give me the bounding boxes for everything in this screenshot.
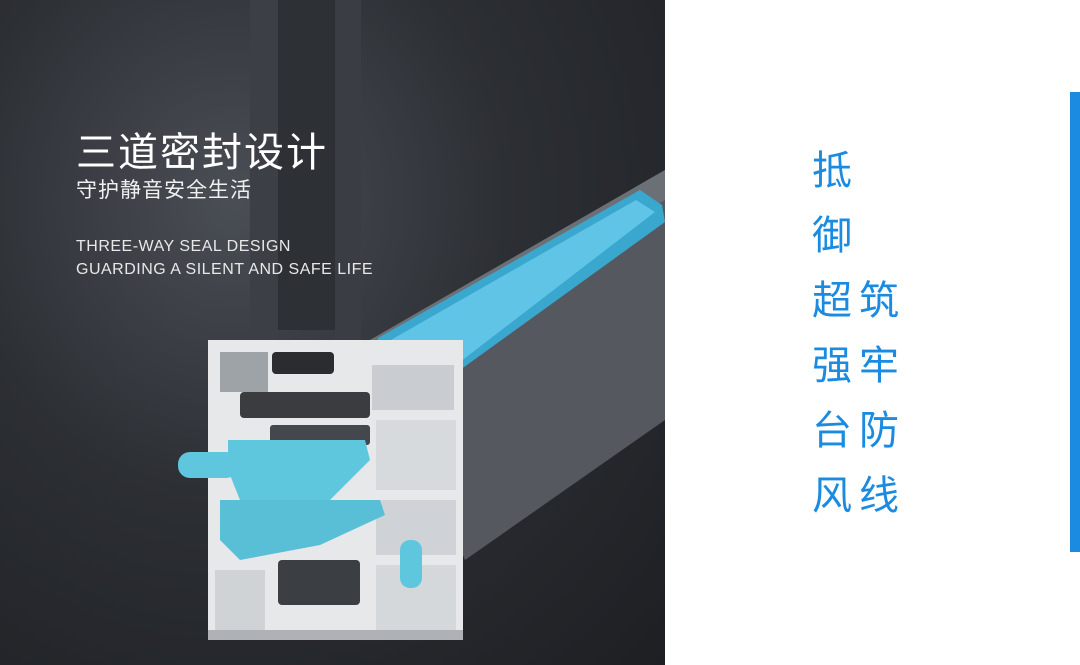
slogan-char: 强 (812, 343, 852, 389)
hero-english-caption: THREE-WAY SEAL DESIGN GUARDING A SILENT … (76, 235, 373, 281)
slogan-char: 风 (812, 473, 852, 519)
slogan-char: 抵 (812, 148, 852, 194)
hero-english-line-1: THREE-WAY SEAL DESIGN (76, 238, 291, 255)
hero-subtitle: 守护静音安全生活 (76, 178, 252, 202)
slogan-char: 台 (812, 408, 852, 454)
slogan-right-column: 筑 牢 防 线 (859, 278, 899, 538)
hero-title: 三道密封设计 (76, 130, 328, 176)
slogan-left-column: 抵 御 超 强 台 风 (812, 148, 852, 538)
slogan-char: 筑 (859, 278, 899, 324)
slogan-panel: 抵 御 超 强 台 风 筑 牢 防 线 (665, 0, 1080, 665)
accent-bar (1070, 92, 1080, 552)
slogan-char: 线 (859, 473, 899, 519)
slogan-char: 牢 (859, 343, 899, 389)
slogan-char: 防 (859, 408, 899, 454)
slogan-char: 超 (812, 278, 852, 324)
slogan-char: 御 (812, 213, 852, 259)
product-hero-panel: 三道密封设计 守护静音安全生活 THREE-WAY SEAL DESIGN GU… (0, 0, 665, 665)
window-profile-cross-section-illustration (178, 0, 665, 640)
hero-english-line-2: GUARDING A SILENT AND SAFE LIFE (76, 261, 374, 278)
